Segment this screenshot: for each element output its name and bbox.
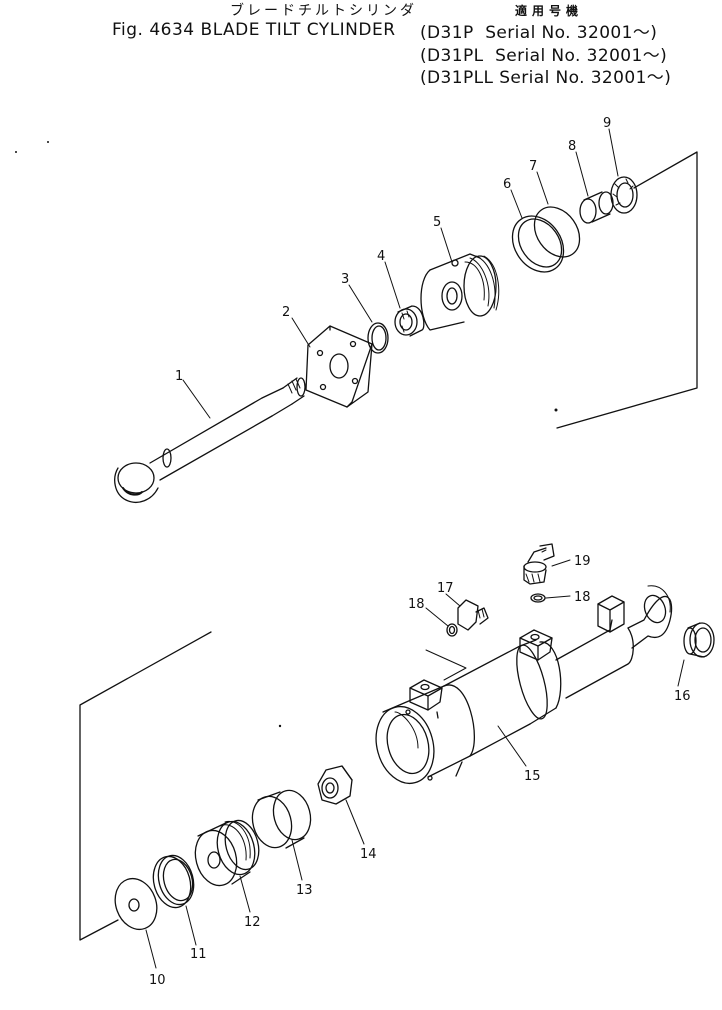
- callout-2: 2: [282, 305, 290, 320]
- part-19-elbow: [523, 543, 555, 585]
- serial-row-d31pl: (D31PL Serial No. 32001～): [420, 46, 668, 66]
- callout-13: 13: [296, 883, 313, 898]
- part-13-piston-ring: [251, 789, 312, 849]
- callout-4: 4: [377, 249, 385, 264]
- serial-d31p: Serial No. 32001～: [485, 23, 651, 43]
- part-17-plug: [457, 599, 489, 631]
- serial-d31pl: Serial No. 32001～: [495, 46, 661, 66]
- part-16-bushing: [683, 622, 715, 658]
- callout-14: 14: [360, 847, 377, 862]
- scan-specks: [15, 141, 558, 728]
- model-d31pl: D31PL: [427, 46, 484, 66]
- callout-8: 8: [568, 139, 576, 154]
- callout-16: 16: [674, 689, 691, 704]
- part-12-piston: [194, 819, 260, 887]
- model-d31p: D31P: [427, 23, 474, 43]
- assembly-centerlines: [425, 649, 467, 681]
- callout-15: 15: [524, 769, 541, 784]
- callout-17: 17: [437, 581, 454, 596]
- callout-7: 7: [529, 159, 537, 174]
- figure-title: Fig. 4634 BLADE TILT CYLINDER: [112, 20, 396, 40]
- callout-6: 6: [503, 177, 511, 192]
- serial-row-d31p: (D31P Serial No. 32001～): [420, 23, 658, 43]
- part-6-o-ring: [511, 215, 565, 273]
- lower-leader-lines: [145, 559, 685, 969]
- serial-d31pll: Serial No. 32001～: [499, 68, 665, 88]
- part-2-flange: [305, 325, 373, 408]
- part-4-bushing: [394, 305, 425, 337]
- callout-12: 12: [244, 915, 261, 930]
- part-8-bushing: [579, 191, 614, 224]
- part-5-cylinder-head: [420, 253, 500, 331]
- model-d31pll: D31PLL: [427, 68, 494, 88]
- callout-18-a: 18: [408, 597, 425, 612]
- part-18-o-ring-a: [446, 623, 458, 637]
- callout-5: 5: [433, 215, 441, 230]
- part-18-o-ring-b: [530, 593, 546, 603]
- part-14-nut: [317, 765, 353, 805]
- callout-18-b: 18: [574, 590, 591, 605]
- japanese-title: ブレードチルトシリンダ: [230, 3, 417, 19]
- callout-10: 10: [149, 973, 166, 988]
- callout-3: 3: [341, 272, 349, 287]
- lower-group-box: [79, 631, 212, 941]
- callout-9: 9: [603, 116, 611, 131]
- callout-11: 11: [190, 947, 207, 962]
- callout-19: 19: [574, 554, 591, 569]
- part-3-snap-ring: [367, 322, 389, 354]
- part-1-piston-rod: [114, 377, 306, 503]
- part-15-cylinder-tube: [375, 585, 673, 785]
- callout-1: 1: [175, 369, 183, 384]
- serial-row-d31pll: (D31PLL Serial No. 32001～): [420, 68, 672, 88]
- japanese-applicability-label: 適用号機: [515, 4, 584, 18]
- callout-labels: 1 2 3 4 5 6 7 8 9 10 11 12 13 14 15 16 1…: [149, 116, 691, 988]
- part-11-wear-ring: [152, 854, 195, 909]
- part-9-dust-seal: [610, 176, 638, 214]
- upper-leader-lines: [182, 128, 619, 419]
- upper-group-box: [556, 151, 698, 429]
- part-10-washer: [114, 877, 158, 931]
- part-7-backup-ring: [533, 206, 581, 258]
